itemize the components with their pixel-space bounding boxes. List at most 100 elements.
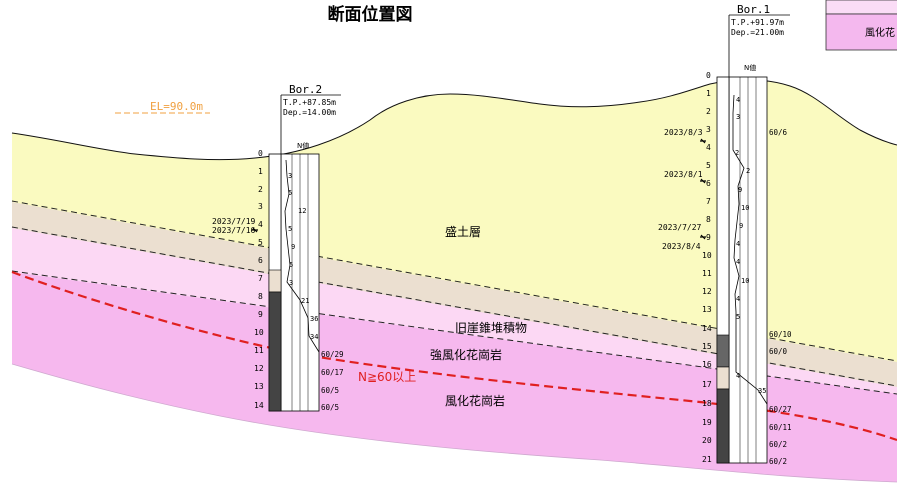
layer-label-fill: 盛土層 (445, 224, 481, 239)
water-level-date: 2023/8/4 (662, 242, 701, 251)
layer-highly-weathered-granite (12, 226, 897, 394)
rock-hatch (716, 334, 730, 368)
depth-tick: 6 (258, 256, 263, 265)
borehole-bor1: Bor.1 T.P.+91.97m Dep.=21.00m N値 0 1 2 3… (658, 3, 792, 466)
water-level-date: 2023/7/27 (658, 223, 702, 232)
n-value: 34 (310, 333, 318, 341)
n-value: 4 (736, 240, 740, 248)
depth-tick: 0 (258, 149, 263, 158)
rock-hatch (716, 388, 730, 464)
depth-tick: 18 (702, 399, 712, 408)
borehole-depth: Dep.=21.00m (731, 28, 784, 37)
n-value-header: N値 (297, 141, 309, 150)
n-value: 3 (288, 172, 292, 180)
n-refusal: 60/29 (321, 350, 344, 359)
depth-tick: 9 (706, 233, 711, 242)
depth-tick: 5 (706, 161, 711, 170)
n-value: 5 (288, 189, 292, 197)
n-refusal: 60/5 (321, 386, 339, 395)
layer-old-talus (12, 200, 897, 387)
n-refusal: 60/6 (769, 128, 788, 137)
n-value: 4 (736, 258, 740, 266)
borehole-bor2: Bor.2 T.P.+87.85m Dep.=14.00m N値 0 1 2 3… (212, 83, 344, 412)
rock-hatch (268, 291, 282, 412)
depth-tick: 10 (254, 328, 264, 337)
n60-threshold-line (11, 270, 897, 442)
depth-tick: 11 (702, 269, 712, 278)
depth-tick: 17 (702, 380, 712, 389)
n-value: 21 (301, 297, 309, 305)
depth-tick: 15 (702, 342, 712, 351)
water-level-date: 2023/7/16 (212, 226, 256, 235)
water-level-date: 2023/8/1 (664, 170, 703, 179)
n-value: 12 (298, 207, 306, 215)
n60-threshold-label: N≧60以上 (358, 370, 416, 384)
n-refusal: 60/0 (769, 347, 788, 356)
depth-tick: 14 (702, 324, 712, 333)
depth-tick: 1 (706, 89, 711, 98)
n-refusal: 60/27 (769, 405, 792, 414)
n-value: 9 (291, 243, 295, 251)
borehole-tp: T.P.+91.97m (731, 18, 784, 27)
water-level-marker (252, 227, 258, 233)
depth-tick: 3 (706, 125, 711, 134)
n-value: 4 (736, 372, 740, 380)
depth-tick: 16 (702, 360, 712, 369)
n-value: 2 (735, 149, 739, 157)
n-value: 10 (741, 204, 749, 212)
legend-box: 風化花 (825, 0, 897, 51)
elevation-label: EL=90.0m (150, 100, 203, 113)
n-refusal: 60/11 (769, 423, 792, 432)
n-refusal: 60/17 (321, 368, 344, 377)
depth-tick: 11 (254, 346, 264, 355)
depth-tick: 4 (706, 143, 711, 152)
depth-tick: 14 (254, 401, 264, 410)
n-value: 5 (289, 261, 293, 269)
depth-tick: 6 (706, 179, 711, 188)
depth-tick: 20 (702, 436, 712, 445)
legend-label: 風化花 (865, 26, 895, 39)
n-value: 35 (758, 387, 766, 395)
n-value: 36 (310, 315, 318, 323)
layer-fill-soil (12, 79, 897, 363)
borehole-tp: T.P.+87.85m (283, 98, 336, 107)
n-value: 5 (288, 225, 292, 233)
depth-tick: 0 (706, 71, 711, 80)
n-value: 3 (289, 279, 293, 287)
depth-tick: 19 (702, 418, 712, 427)
depth-tick: 13 (254, 382, 264, 391)
n-value: 5 (736, 313, 740, 321)
n-refusal: 60/10 (769, 330, 792, 339)
depth-tick: 8 (258, 292, 263, 301)
water-level-marker (700, 234, 706, 240)
borehole-name: Bor.1 (737, 3, 770, 16)
layer-label-talus: 旧崖錐堆積物 (455, 320, 527, 335)
depth-tick: 4 (258, 220, 263, 229)
layer-label-weathered: 風化花崗岩 (445, 393, 505, 408)
water-level-date: 2023/8/3 (664, 128, 703, 137)
n-value: 9 (739, 222, 743, 230)
water-level-date: 2023/7/19 (212, 217, 256, 226)
depth-tick: 3 (258, 202, 263, 211)
n-refusal: 60/2 (769, 440, 787, 449)
depth-tick: 2 (258, 185, 263, 194)
n-refusal: 60/5 (321, 403, 339, 412)
depth-tick: 12 (702, 287, 712, 296)
n-value: 4 (736, 295, 740, 303)
depth-tick: 7 (258, 274, 263, 283)
water-level-marker (700, 178, 706, 184)
layer-label-highly-weathered: 強風化花崗岩 (430, 347, 502, 362)
depth-tick: 9 (258, 310, 263, 319)
ground-surface-line (11, 79, 897, 161)
depth-tick: 1 (258, 167, 263, 176)
boundary-bottom (11, 363, 897, 483)
depth-tick: 5 (258, 238, 263, 247)
n-value: 9 (738, 186, 742, 194)
borehole-depth: Dep.=14.00m (283, 108, 336, 117)
depth-tick: 2 (706, 107, 711, 116)
depth-tick: 13 (702, 305, 712, 314)
depth-tick: 8 (706, 215, 711, 224)
depth-tick: 7 (706, 197, 711, 206)
